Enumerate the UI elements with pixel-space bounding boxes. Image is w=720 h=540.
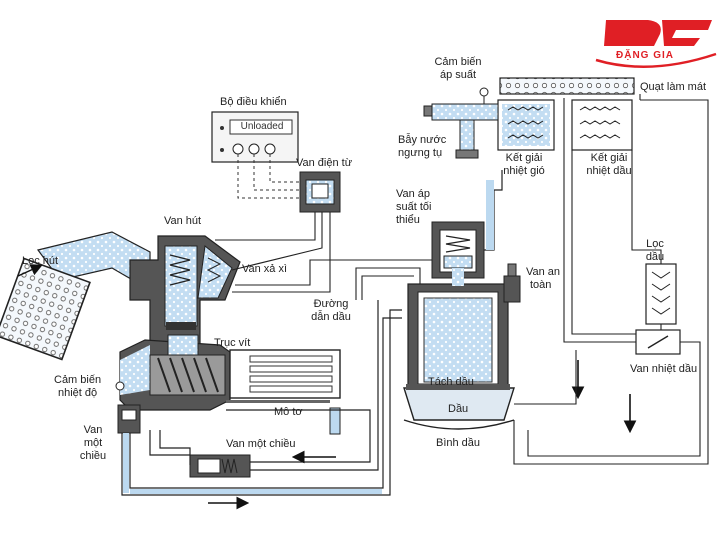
label-van-ap-suat-2: suất tối	[396, 201, 432, 213]
label-duong-dan-dau-2: dẫn dầu	[311, 311, 351, 323]
pressure-sensor-pipe	[423, 87, 499, 159]
return-lines	[149, 300, 379, 471]
label-ket-giai-nhiet-gio-1: Kết giải	[505, 152, 543, 164]
oil-separator-tank	[403, 283, 515, 430]
oil-cooler	[571, 99, 633, 151]
label-van-dien-tu: Van điện từ	[296, 157, 353, 169]
oil-pipes-left	[121, 309, 402, 496]
controller	[211, 111, 299, 163]
label-van-hut: Van hút	[164, 215, 202, 227]
label-van-nhiet-dau: Van nhiệt dầu	[630, 363, 698, 375]
oil-filter	[645, 263, 677, 325]
oil-circuit-right	[513, 94, 709, 465]
inlet-arrow	[17, 264, 43, 277]
label-ket-giai-nhiet-gio-2: nhiệt gió	[503, 165, 545, 177]
label-van-mot-chieu-bottom: Van một chiều	[226, 438, 296, 450]
label-van-xa-xi: Van xả xì	[242, 263, 288, 275]
label-van-mot-chieu-left-1: Van	[83, 424, 103, 436]
label-tach-dau: Tách dầu	[428, 376, 474, 388]
suction-valve	[129, 235, 241, 346]
motor	[226, 349, 341, 435]
label-van-mot-chieu-left-3: chiều	[79, 450, 107, 462]
air-cooler	[497, 99, 555, 151]
cooling-fan	[499, 77, 635, 95]
label-quat-lam-mat: Quạt làm mát	[640, 81, 707, 93]
solenoid-lines	[215, 212, 481, 293]
label-cam-bien-nhiet-do-2: nhiệt độ	[58, 387, 98, 399]
solenoid-valve	[299, 171, 341, 213]
label-van-mot-chieu-left-2: một	[83, 437, 103, 449]
label-duong-dan-dau-1: Đường	[313, 298, 349, 310]
label-bay-nuoc-1: Bẫy nước	[398, 134, 447, 146]
label-cam-bien-ap-suat-1: Cảm biến	[434, 56, 482, 68]
check-valve-bottom	[189, 454, 251, 478]
label-van-an-toan-1: Van an	[526, 266, 561, 278]
screw-compressor	[119, 334, 231, 411]
oil-thermo-valve	[635, 329, 681, 355]
safety-valve	[503, 263, 521, 303]
label-loc-dau-1: Lọc	[646, 238, 664, 250]
controller-screen-text: Unloaded	[240, 121, 284, 132]
label-ket-giai-nhiet-dau-1: Kết giải	[590, 152, 628, 164]
label-truc-vit: Trục vít	[214, 337, 251, 349]
label-cam-bien-ap-suat-2: áp suất	[439, 69, 477, 81]
label-mo-to: Mô tơ	[274, 406, 303, 418]
temperature-sensor	[115, 381, 125, 391]
brand-logo-text: ĐẶNG GIA	[616, 50, 674, 61]
check-valve-left	[117, 404, 141, 434]
brand-logo	[595, 20, 717, 68]
label-bay-nuoc-2: ngưng tụ	[398, 147, 443, 159]
min-pressure-valve	[431, 221, 485, 286]
label-van-an-toan-2: toàn	[530, 279, 552, 291]
label-loc-dau-2: dầu	[645, 251, 665, 263]
suction-filter	[0, 257, 91, 361]
label-loc-hut: Lọc hút	[22, 255, 59, 267]
label-dau: Dầu	[448, 403, 469, 415]
air-pipe-to-cooler	[484, 170, 503, 251]
label-bo-dieu-khien: Bộ điều khiển	[220, 96, 287, 108]
label-binh-dau: Bình dầu	[436, 437, 481, 449]
label-van-ap-suat-3: thiểu	[396, 214, 420, 226]
label-cam-bien-nhiet-do-1: Cảm biến	[54, 374, 102, 386]
label-van-ap-suat-1: Van áp	[396, 188, 431, 200]
oil-feed-line	[355, 267, 577, 405]
label-ket-giai-nhiet-dau-2: nhiệt dầu	[586, 165, 632, 177]
